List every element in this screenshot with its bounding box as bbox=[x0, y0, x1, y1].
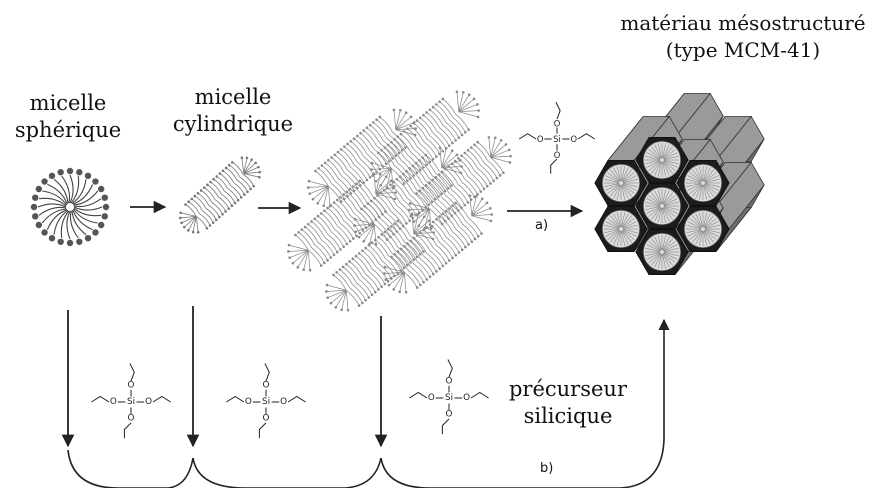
label-material-line1: matériau mésostructuré bbox=[620, 11, 866, 35]
svg-text:O: O bbox=[571, 134, 578, 144]
micelle-hexagonal-array-icon bbox=[287, 90, 512, 312]
svg-text:O: O bbox=[537, 134, 544, 144]
svg-text:O: O bbox=[280, 397, 287, 407]
svg-text:O: O bbox=[263, 414, 270, 424]
label-precursor-line2: silicique bbox=[523, 404, 613, 428]
svg-text:O: O bbox=[554, 118, 561, 128]
spherical-micelle-icon bbox=[30, 167, 110, 247]
label-spherical-line1: micelle bbox=[29, 91, 107, 115]
label-precursor-line1: précurseur bbox=[508, 377, 627, 401]
label-cylindrical-line2: cylindrique bbox=[172, 112, 294, 136]
svg-text:Si: Si bbox=[553, 134, 561, 144]
mesostructured-material-icon bbox=[594, 92, 765, 276]
label-spherical-line2: sphérique bbox=[14, 118, 122, 142]
svg-text:O: O bbox=[446, 377, 453, 387]
svg-text:O: O bbox=[145, 397, 152, 407]
cylindrical-micelle-icon bbox=[178, 156, 262, 234]
label-cylindrical-line1: micelle bbox=[194, 85, 272, 109]
label-route-a: a) bbox=[535, 218, 549, 233]
svg-text:O: O bbox=[463, 393, 470, 403]
svg-text:O: O bbox=[428, 393, 435, 403]
label-cylindrical-micelle: micelle cylindrique bbox=[158, 84, 308, 138]
svg-text:O: O bbox=[446, 410, 453, 420]
route-b-curve bbox=[67, 320, 664, 488]
label-mesostructured-material: matériau mésostructuré (type MCM-41) bbox=[618, 10, 868, 64]
label-route-b: b) bbox=[540, 461, 554, 476]
svg-text:Si: Si bbox=[127, 397, 135, 407]
svg-text:Si: Si bbox=[445, 393, 453, 403]
label-silica-precursor: précurseur silicique bbox=[498, 376, 638, 430]
svg-text:O: O bbox=[128, 381, 135, 391]
label-spherical-micelle: micelle sphérique bbox=[8, 90, 128, 144]
svg-text:O: O bbox=[554, 150, 561, 160]
svg-text:O: O bbox=[245, 397, 252, 407]
svg-text:O: O bbox=[110, 397, 117, 407]
label-material-line2: (type MCM-41) bbox=[665, 38, 821, 62]
svg-text:Si: Si bbox=[262, 397, 270, 407]
svg-text:O: O bbox=[128, 414, 135, 424]
svg-text:O: O bbox=[263, 381, 270, 391]
